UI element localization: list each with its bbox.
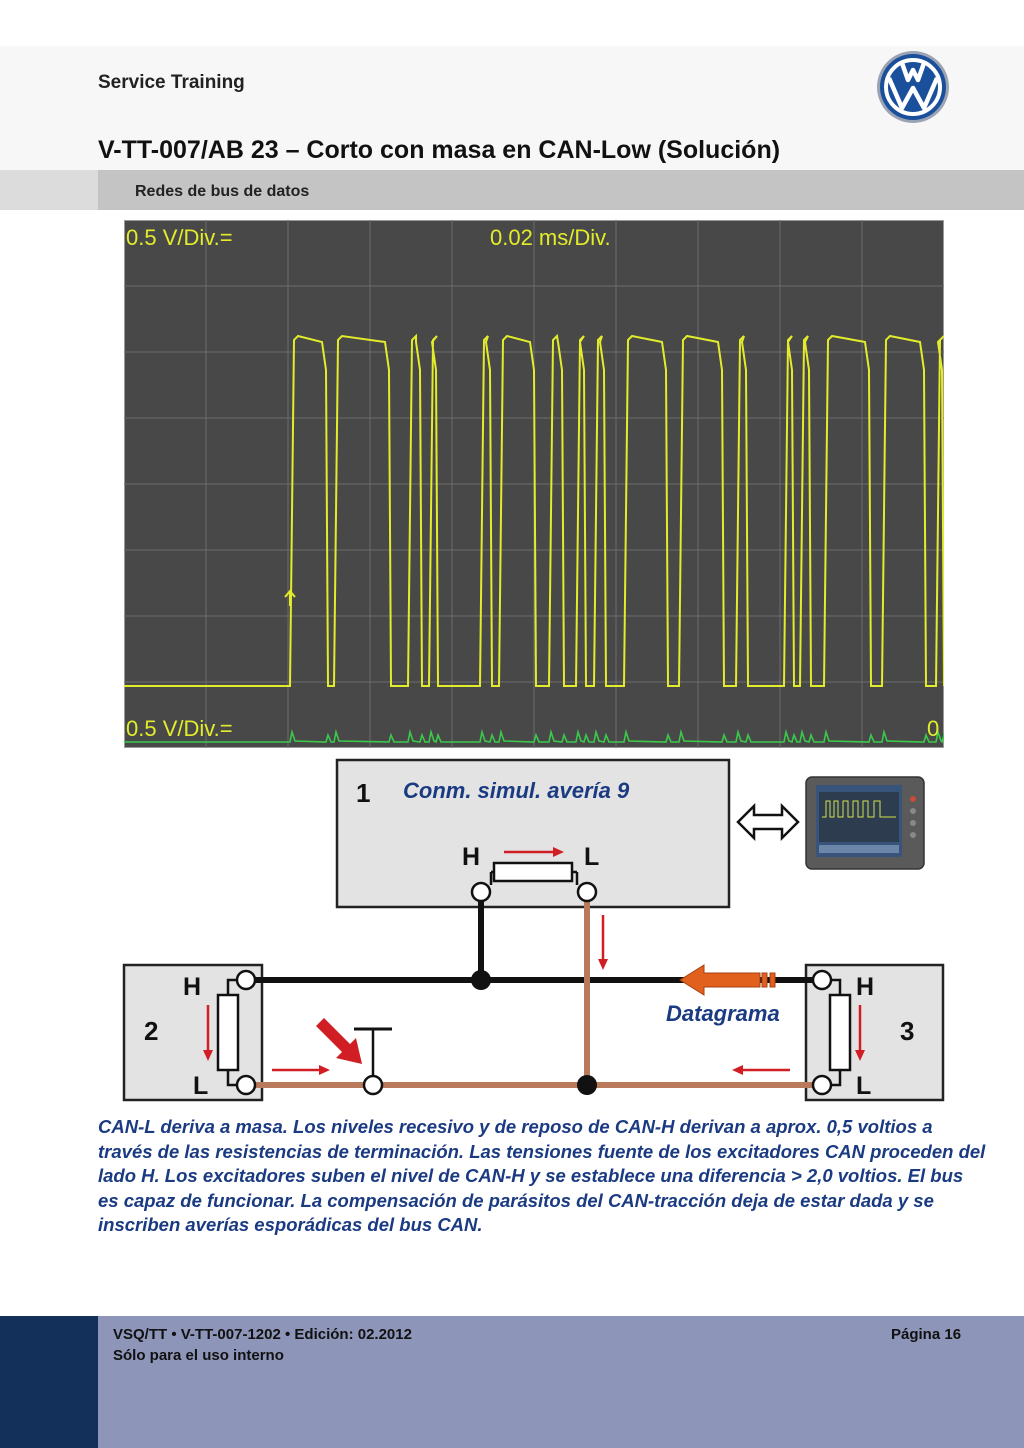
arrow-down-icon bbox=[855, 1050, 865, 1061]
box3-number: 3 bbox=[900, 1016, 914, 1046]
ch2-marker-label: 0 bbox=[927, 716, 939, 741]
box2-resistor bbox=[216, 993, 240, 1072]
ch1-scale-label: 0.5 V/Div.= bbox=[126, 225, 233, 250]
fault-switch-box bbox=[335, 758, 731, 909]
box1-l-label: L bbox=[584, 843, 599, 871]
datagram-arrow-icon bbox=[679, 964, 761, 996]
box1-number: 1 bbox=[356, 778, 370, 808]
box3-resistor bbox=[828, 993, 852, 1072]
top-band bbox=[0, 0, 1024, 46]
box1-h-label: H bbox=[462, 843, 480, 871]
footer-document-id: VSQ/TT • V-TT-007-1202 • Edición: 02.201… bbox=[113, 1326, 412, 1343]
can-l-trace bbox=[124, 728, 944, 744]
footer-band bbox=[98, 1316, 1024, 1448]
box2-h-terminal bbox=[235, 969, 257, 991]
box1-l-terminal bbox=[576, 881, 598, 903]
footer-internal-use: Sólo para el uso interno bbox=[113, 1347, 284, 1364]
box3-h-terminal bbox=[811, 969, 833, 991]
ch2-scale-label: 0.5 V/Div.= bbox=[126, 716, 233, 741]
box2-l-label: L bbox=[193, 1072, 208, 1100]
trigger-arrow-icon bbox=[284, 589, 296, 606]
double-arrow-icon bbox=[736, 802, 800, 842]
arrow-down-icon bbox=[203, 1050, 213, 1061]
subtitle: Redes de bus de datos bbox=[135, 183, 310, 200]
box1-h-terminal bbox=[470, 881, 492, 903]
arrow-left-icon bbox=[732, 1065, 743, 1075]
vw-logo-icon bbox=[877, 51, 949, 123]
fault-arrow-icon bbox=[316, 1018, 362, 1064]
body-paragraph: CAN-L deriva a masa. Los niveles recesiv… bbox=[98, 1116, 986, 1236]
short-point-terminal bbox=[362, 1074, 384, 1096]
box2-l-terminal bbox=[235, 1074, 257, 1096]
box1-label: Conm. simul. avería 9 bbox=[403, 778, 630, 803]
can-h-junction bbox=[471, 970, 491, 990]
circuit-diagram: 1 Conm. simul. avería 9 H L 2 H L 3 H L bbox=[122, 758, 945, 1102]
box3-h-label: H bbox=[856, 973, 874, 1001]
service-training-label: Service Training bbox=[98, 72, 245, 93]
subtitle-band-left bbox=[0, 170, 98, 210]
arrow-right-icon bbox=[553, 847, 564, 857]
box2-number: 2 bbox=[144, 1016, 158, 1046]
box2-h-label: H bbox=[183, 973, 201, 1001]
page-title: V-TT-007/AB 23 – Corto con masa en CAN-L… bbox=[98, 136, 781, 164]
footer-band-left bbox=[0, 1316, 98, 1448]
can-l-junction bbox=[577, 1075, 597, 1095]
subtitle-band bbox=[98, 170, 1024, 210]
box3-l-label: L bbox=[856, 1072, 871, 1100]
diagnostic-tester-icon bbox=[805, 776, 925, 870]
time-scale-label: 0.02 ms/Div. bbox=[490, 225, 611, 250]
can-h-trace bbox=[124, 333, 944, 687]
page-number: Página 16 bbox=[891, 1326, 962, 1343]
box3-l-terminal bbox=[811, 1074, 833, 1096]
arrow-right-icon bbox=[319, 1065, 330, 1075]
arrow-down-icon bbox=[598, 959, 608, 970]
oscilloscope-screen: 0.5 V/Div.= 0.02 ms/Div. 0.5 V/Div.= 0 bbox=[124, 220, 944, 748]
datagram-label: Datagrama bbox=[666, 1001, 780, 1026]
box1-resistor bbox=[492, 861, 574, 883]
header bbox=[0, 46, 1024, 170]
